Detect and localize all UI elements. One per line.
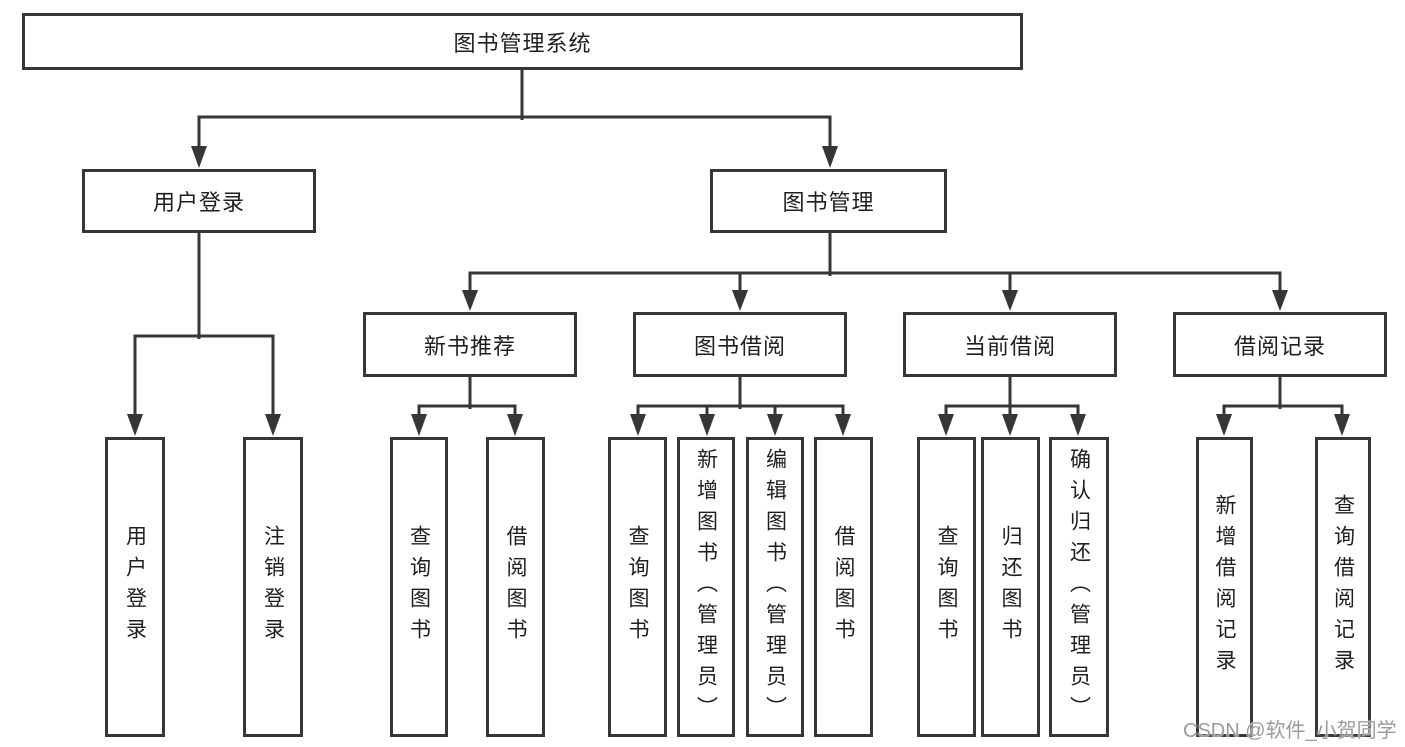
watermark: CSDN @软件_小贺同学 — [1183, 720, 1397, 742]
leaf-add-borrow-record: 新增借阅记录 — [1196, 437, 1253, 737]
node-book-management: 图书管理 — [710, 169, 947, 233]
leaf-label: 注销登录 — [261, 525, 285, 649]
leaf-borrow-books: 借阅图书 — [814, 437, 873, 737]
leaf-query-borrow-record: 查询借阅记录 — [1315, 437, 1371, 737]
leaf-borrow-books-recommend: 借阅图书 — [486, 437, 545, 737]
leaf-label: 借阅图书 — [832, 525, 855, 649]
leaf-query-books-recommend: 查询图书 — [390, 437, 448, 737]
leaf-query-books-borrowing: 查询图书 — [608, 437, 667, 737]
leaf-label: 归还图书 — [999, 525, 1022, 649]
node-label: 当前借阅 — [963, 333, 1056, 359]
node-root-system: 图书管理系统 — [22, 13, 1023, 70]
leaf-user-login: 用户登录 — [105, 437, 165, 737]
leaf-label: 查询图书 — [626, 525, 649, 649]
node-current-borrowing: 当前借阅 — [903, 312, 1117, 377]
leaf-label: 新增图书（管理员） — [694, 447, 718, 727]
leaf-label: 编辑图书（管理员） — [763, 447, 787, 727]
leaf-logout: 注销登录 — [243, 437, 303, 737]
leaf-label: 查询图书 — [407, 525, 431, 649]
leaf-label: 借阅图书 — [504, 525, 527, 649]
leaf-label: 查询图书 — [935, 525, 958, 649]
node-label: 图书管理系统 — [453, 30, 592, 56]
node-label: 新书推荐 — [423, 333, 516, 359]
node-user-login: 用户登录 — [82, 169, 316, 233]
leaf-label: 用户登录 — [123, 525, 147, 649]
leaf-add-books-admin: 新增图书（管理员） — [677, 437, 735, 737]
node-book-borrowing: 图书借阅 — [633, 312, 847, 377]
leaf-edit-books-admin: 编辑图书（管理员） — [746, 437, 804, 737]
leaf-query-books-current: 查询图书 — [917, 437, 976, 737]
node-borrowing-records: 借阅记录 — [1173, 312, 1387, 377]
node-label: 图书管理 — [782, 190, 875, 215]
leaf-return-books: 归还图书 — [981, 437, 1040, 737]
leaf-confirm-return-admin: 确认归还（管理员） — [1049, 437, 1109, 737]
leaf-label: 新增借阅记录 — [1213, 494, 1236, 680]
leaf-label: 查询借阅记录 — [1331, 494, 1355, 680]
node-label: 借阅记录 — [1233, 333, 1326, 359]
node-new-book-recommend: 新书推荐 — [363, 312, 577, 377]
node-label: 图书借阅 — [693, 333, 786, 359]
node-label: 用户登录 — [152, 190, 245, 215]
leaf-label: 确认归还（管理员） — [1067, 447, 1091, 727]
